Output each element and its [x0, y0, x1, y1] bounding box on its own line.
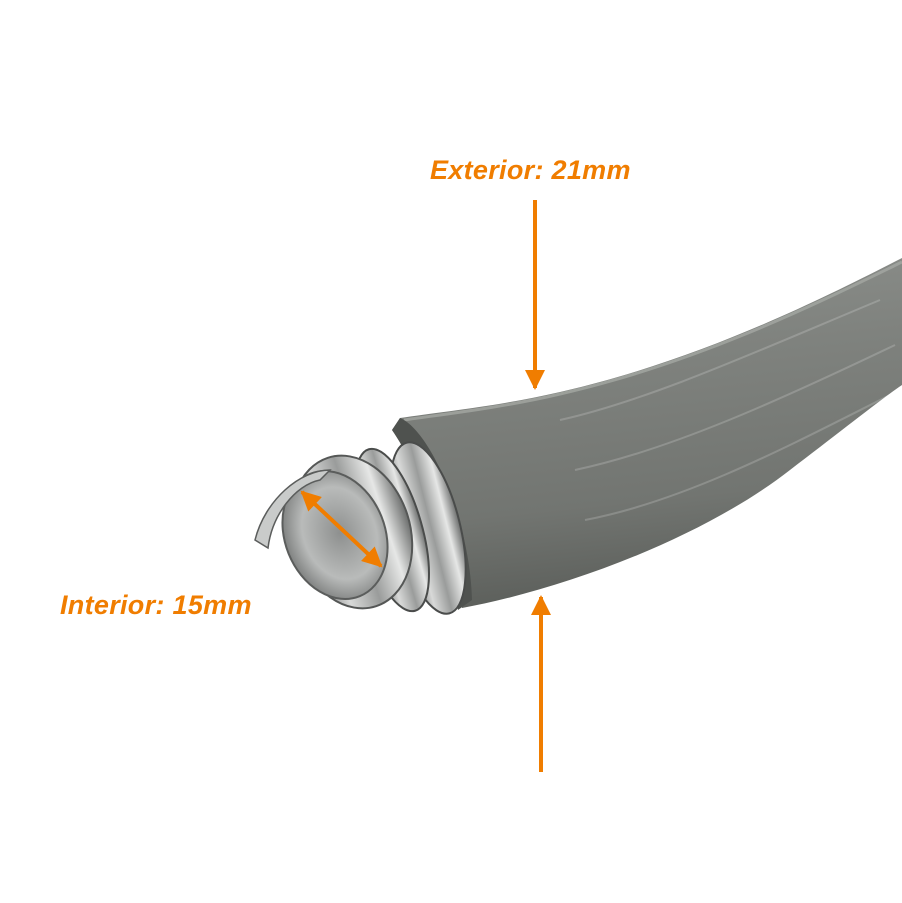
- jacket-texture: [559, 299, 901, 521]
- interior-diameter-label: Interior: 15mm: [60, 590, 252, 620]
- conduit-jacket: [392, 258, 902, 608]
- exterior-diameter-label: Exterior: 21mm: [430, 155, 631, 185]
- helix-strip-end: [254, 469, 332, 550]
- jacket-highlight: [403, 260, 902, 422]
- interior-diameter-arrow: [300, 490, 383, 568]
